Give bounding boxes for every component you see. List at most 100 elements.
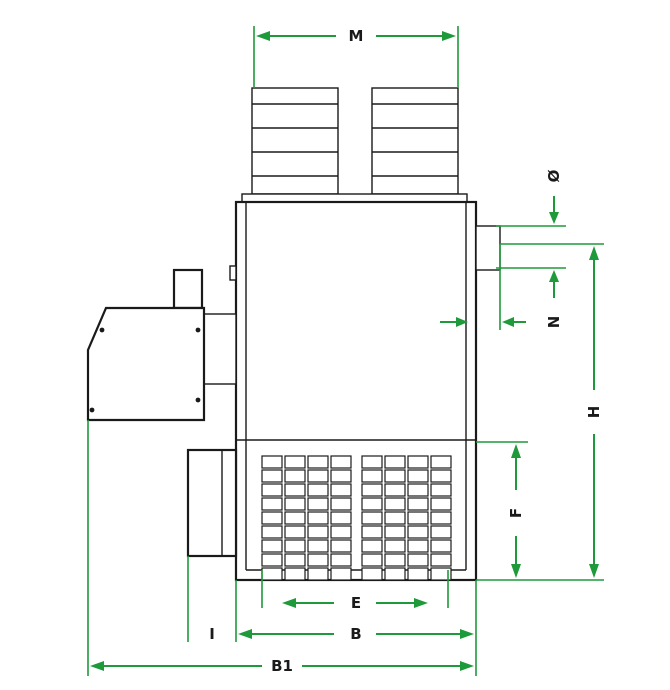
dimension-label-e: E	[351, 594, 361, 612]
burner-housing	[86, 306, 206, 422]
grille-cell	[284, 497, 306, 511]
grille-cell	[361, 497, 383, 511]
grille-cell	[384, 511, 406, 525]
dimension-m: M	[253, 26, 459, 88]
grille-cell	[284, 511, 306, 525]
dimension-label-h: H	[585, 406, 603, 419]
grille-cell	[330, 539, 352, 553]
grille-cell	[361, 567, 383, 581]
dimension-b: B	[238, 580, 477, 676]
grille-cell	[407, 469, 429, 483]
dimension-n: N	[440, 244, 563, 330]
grille-cell	[384, 483, 406, 497]
grille-cell	[307, 469, 329, 483]
grille-cell	[384, 539, 406, 553]
grille-cell	[284, 483, 306, 497]
burner-mount-plate	[203, 313, 237, 385]
grille-cell	[384, 497, 406, 511]
grille-cell	[330, 525, 352, 539]
grille-cell	[430, 455, 452, 469]
grille-cell	[330, 567, 352, 581]
dimension-b1: B1	[87, 420, 474, 676]
grille-cell	[307, 483, 329, 497]
grille-cell	[307, 553, 329, 567]
body-side-tab	[229, 265, 237, 281]
burner-screw	[89, 407, 95, 413]
dimension-label-m: M	[349, 27, 364, 45]
grille-cell	[330, 469, 352, 483]
dimension-label-diameter: Ø	[545, 169, 563, 182]
grille-cell	[284, 567, 306, 581]
grille-cell	[361, 525, 383, 539]
grille-cell	[407, 483, 429, 497]
return-air-box	[186, 448, 238, 558]
grille-cell	[384, 525, 406, 539]
burner-screw	[195, 327, 201, 333]
grille-cell	[307, 539, 329, 553]
grille-cell	[430, 539, 452, 553]
grille-cell	[361, 483, 383, 497]
dimension-h: H	[476, 243, 604, 581]
grille-cell	[330, 455, 352, 469]
grille-cell	[407, 455, 429, 469]
grille-cell	[261, 553, 283, 567]
grille-cell	[307, 567, 329, 581]
grille-cell	[430, 511, 452, 525]
dimension-f: F	[476, 441, 528, 578]
grille-cell	[361, 511, 383, 525]
grille-cell	[284, 469, 306, 483]
grille-cell	[407, 511, 429, 525]
dimension-label-n: N	[545, 316, 563, 329]
grille-cell	[407, 497, 429, 511]
burner-top-port	[172, 268, 204, 310]
grille-cell	[430, 567, 452, 581]
grille-cell	[430, 497, 452, 511]
grille-cell	[384, 455, 406, 469]
grille-cell	[261, 455, 283, 469]
grille-cell	[261, 469, 283, 483]
grille-cell	[384, 469, 406, 483]
grille-cell	[407, 553, 429, 567]
grille-cell	[307, 455, 329, 469]
grille-cell	[284, 553, 306, 567]
dimension-label-f: F	[507, 508, 525, 518]
grille-cell	[261, 511, 283, 525]
grille-cell	[384, 567, 406, 581]
grille-cell	[330, 553, 352, 567]
burner-assembly	[86, 268, 237, 422]
dimension-i: I	[187, 556, 237, 643]
right-flue-stack	[371, 87, 459, 195]
dimension-label-i: I	[209, 625, 215, 643]
dimension-label-b: B	[350, 625, 361, 643]
side-flue-connection	[475, 225, 501, 271]
left-grille	[261, 455, 352, 581]
grille-cell	[284, 539, 306, 553]
dimension-label-b1: B1	[271, 657, 293, 675]
right-grille	[361, 455, 452, 581]
grille-cell	[361, 539, 383, 553]
burner-screw	[195, 397, 201, 403]
burner-screw	[99, 327, 105, 333]
grille-cell	[430, 469, 452, 483]
grille-cell	[361, 553, 383, 567]
grille-cell	[430, 525, 452, 539]
grille-cell	[261, 539, 283, 553]
grille-cell	[384, 553, 406, 567]
grille-cell	[284, 455, 306, 469]
grille-cell	[261, 567, 283, 581]
grille-cell	[407, 567, 429, 581]
grille-cell	[330, 497, 352, 511]
grille-cell	[284, 525, 306, 539]
grille-cell	[407, 539, 429, 553]
grille-cell	[261, 483, 283, 497]
grille-cell	[307, 525, 329, 539]
grille-cell	[330, 511, 352, 525]
dimension-e: E	[261, 570, 449, 612]
grille-cell	[330, 483, 352, 497]
top-collar	[241, 193, 468, 203]
grille-cell	[361, 469, 383, 483]
left-flue-stack	[251, 87, 339, 195]
grille-cell	[261, 525, 283, 539]
grille-cell	[407, 525, 429, 539]
